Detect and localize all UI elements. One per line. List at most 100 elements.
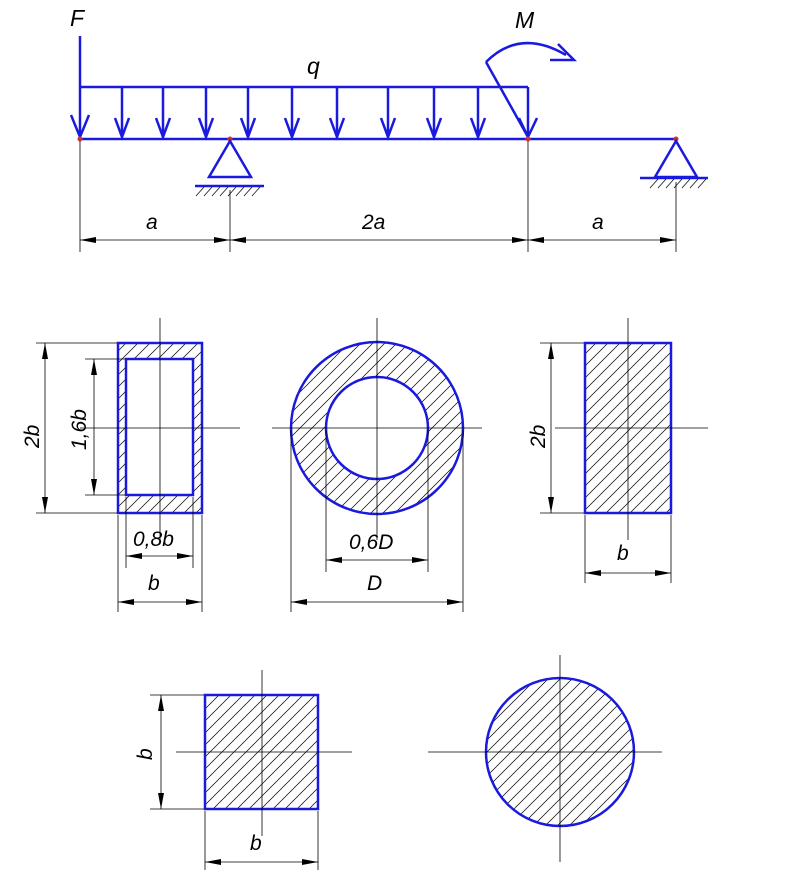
hatch-line <box>665 507 671 513</box>
hatch-line <box>205 695 316 806</box>
hatch-line <box>585 423 671 511</box>
load-arrow-head <box>197 117 215 141</box>
hatch-line <box>486 678 553 826</box>
dimension-arrowhead <box>655 570 671 576</box>
dimension-arrowhead <box>186 599 202 605</box>
load-arrow-head <box>239 117 257 141</box>
ground-hatch <box>657 178 667 189</box>
square-width-label: b <box>250 832 262 855</box>
hatch-line <box>423 342 463 514</box>
hatch-line <box>308 799 318 809</box>
hatch-line <box>486 678 601 826</box>
hatch-line <box>212 703 318 809</box>
ground-hatch <box>251 186 261 197</box>
hatch-line <box>585 343 633 391</box>
distributed-load <box>80 85 539 141</box>
hatch-line <box>585 343 609 367</box>
force-label: F <box>70 5 86 31</box>
load-arrow-head <box>328 117 346 141</box>
dimension-arrowhead <box>548 343 554 359</box>
pin-support-left <box>195 138 264 197</box>
hatch-line <box>411 342 463 514</box>
dimension-arrowhead <box>118 599 134 605</box>
hatch-line <box>540 678 634 826</box>
dimension-arrowhead <box>91 479 97 495</box>
dimension-arrowhead <box>126 553 142 559</box>
hollow-rect-height-label: 2b <box>21 424 44 449</box>
hatch-line <box>552 678 634 826</box>
hatch-line <box>585 343 597 355</box>
moment-arrow <box>484 41 578 138</box>
load-label: q <box>307 53 320 79</box>
hollow-rect-inner-width-label: 0,8b <box>133 528 174 551</box>
hatch-line <box>605 447 671 513</box>
ground-hatch <box>665 178 675 189</box>
hatch-line <box>486 678 517 826</box>
hatch-line <box>315 690 440 815</box>
hatch-line <box>585 351 671 439</box>
hatch-line <box>486 678 625 826</box>
hatch-line <box>585 399 671 487</box>
ground-hatch <box>649 178 659 189</box>
dimension-arrowhead <box>326 557 342 563</box>
dimension-arrowhead <box>412 557 428 563</box>
hatch-line <box>272 763 318 809</box>
hatch-line <box>600 678 634 826</box>
ground-hatch <box>195 186 205 197</box>
dimension-arrowhead <box>158 695 164 711</box>
hatch-line <box>576 678 634 826</box>
hatch-line <box>351 342 463 514</box>
pin-support-right <box>640 138 708 189</box>
hatch-line <box>637 675 792 830</box>
beam-nodes <box>77 136 679 142</box>
dimension-arrowhead <box>177 553 193 559</box>
hatch-line <box>585 363 671 451</box>
hatch-line <box>624 678 634 826</box>
dimension-arrowhead <box>302 859 318 865</box>
section-solid-circle <box>428 655 792 862</box>
hatch-line <box>284 775 318 809</box>
hatch-line <box>585 387 671 475</box>
hatch-line <box>486 678 634 826</box>
hatch-line <box>291 342 418 514</box>
hatch-line <box>528 678 634 826</box>
hollow-rect-width-label: b <box>148 572 160 595</box>
beam-diagram: F q M <box>69 5 708 252</box>
hatch-line <box>0 335 122 520</box>
hatch-line <box>291 342 370 514</box>
solid-rect-width-label: b <box>617 542 629 565</box>
hatch-line <box>205 695 268 758</box>
dimension-arrowhead <box>230 237 246 243</box>
hatch-line <box>224 715 318 809</box>
hatch-line <box>205 695 292 782</box>
dimension-arrowhead <box>42 343 48 359</box>
dimension-arrowhead <box>585 570 601 576</box>
hatch-line <box>363 342 463 514</box>
hatch-line <box>387 342 463 514</box>
dimension-arrowhead <box>205 859 221 865</box>
section-square <box>150 670 440 870</box>
ground-hatch <box>219 186 229 197</box>
dimension-arrowhead <box>158 793 164 809</box>
hatch-line <box>516 678 634 826</box>
hatch-line <box>585 343 657 415</box>
hatch-line <box>205 695 280 770</box>
hatch-line <box>248 739 318 809</box>
dimension-arrowhead <box>548 497 554 513</box>
hatch-line <box>486 678 613 826</box>
ground-hatch <box>203 186 213 197</box>
hatch-line <box>486 678 577 826</box>
hatch-line <box>205 695 304 794</box>
hatch-line <box>585 343 669 427</box>
moment-label: M <box>515 7 535 33</box>
solid-rect-height-label: 2b <box>527 424 550 449</box>
hatch-line <box>593 435 671 513</box>
hatch-line <box>399 342 463 514</box>
hatch-line <box>486 678 589 826</box>
load-arrow-head <box>113 117 131 141</box>
hatch-line <box>653 495 671 513</box>
hatch-line <box>236 727 318 809</box>
dimension-arrowhead <box>80 237 96 243</box>
